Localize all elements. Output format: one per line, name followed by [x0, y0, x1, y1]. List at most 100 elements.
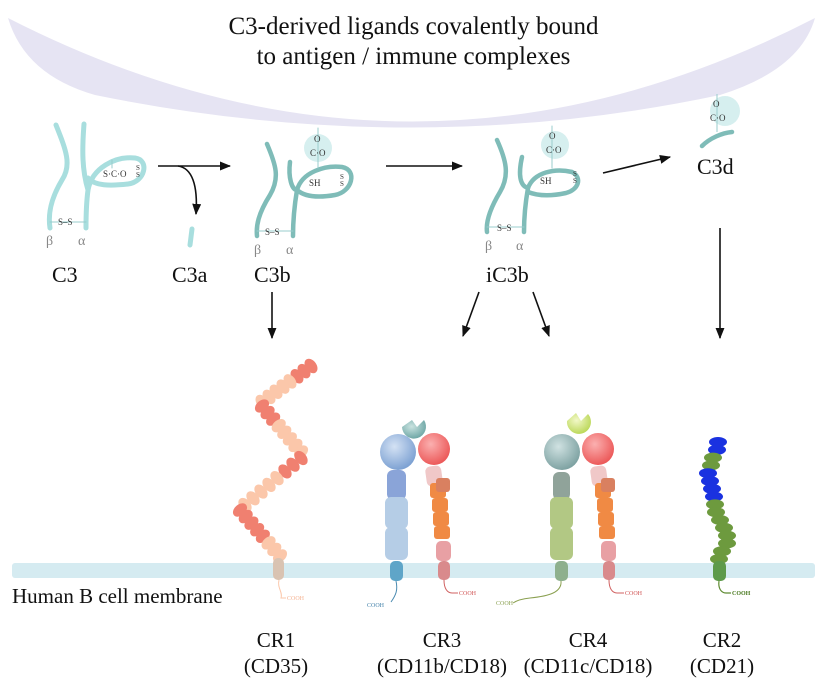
cr1-scr-domain — [278, 464, 292, 479]
ligand-label-c3b: C3b — [254, 262, 291, 287]
c3a-fragment — [187, 226, 195, 248]
ic3b-beta-label: β — [485, 239, 492, 254]
cr4-cd11c-tm — [555, 561, 568, 581]
c3b-molecule — [254, 127, 354, 239]
cr4-cd18-orange-4 — [599, 526, 615, 539]
title-line-2: to antigen / immune complexes — [256, 43, 571, 70]
c3b-ester-o: O — [314, 134, 321, 144]
cr3-cd11b-cooh: COOH — [367, 603, 385, 609]
membrane-label: Human B cell membrane — [12, 584, 223, 608]
cr1-scr-domain — [270, 471, 284, 486]
cr1-cooh: COOH — [287, 596, 305, 602]
cr3-cd18-tail — [443, 579, 458, 594]
cr2-scr-domain — [701, 476, 719, 486]
cr3-cd18-orange-4 — [434, 526, 450, 539]
c3-alpha-label: α — [78, 234, 86, 249]
receptor-cr4: COOH COOH — [496, 413, 643, 607]
receptor-alias-cr4: (CD11c/CD18) — [523, 654, 653, 678]
ligand-label-c3: C3 — [52, 262, 78, 287]
cr2-scr-domain — [699, 468, 717, 479]
cr1-tail — [278, 579, 286, 599]
cr4-cd11c-cooh: COOH — [496, 601, 514, 607]
arrow-ic3b-to-cr3 — [462, 291, 480, 338]
cr4-cd18-pink — [601, 541, 616, 561]
cr1-scr-domain — [294, 450, 308, 466]
cr4-cd18-tm — [603, 561, 615, 580]
ligand-label-c3a: C3a — [172, 262, 208, 287]
cr4-cd11c-tail — [512, 580, 562, 604]
cr2-scr-domain — [710, 554, 728, 564]
cr1-transmembrane — [273, 558, 284, 580]
c3-beta-chain — [46, 122, 70, 231]
cr3-cd18-orange-2 — [432, 498, 448, 512]
receptor-label-cr2: CR2 — [702, 628, 742, 652]
c3-disulfide-text: S–S — [58, 217, 73, 227]
ic3b-sh: SH — [540, 176, 552, 186]
receptor-alias-cr3: (CD11b/CD18) — [377, 654, 507, 678]
c3b-alpha-label: α — [286, 243, 294, 258]
cr4-cd18-orange-3 — [598, 512, 614, 526]
cr2-scr-domain — [715, 522, 733, 533]
antigen-complex-arc — [8, 18, 815, 128]
cr2-cooh: COOH — [732, 591, 751, 597]
c3b-sh: SH — [309, 178, 321, 188]
receptor-cr2 — [699, 437, 736, 564]
title-line-1: C3-derived ligands covalently bound — [228, 13, 599, 40]
c3-s-s-text-2: S — [136, 171, 140, 179]
ligand-label-ic3b: iC3b — [486, 262, 529, 287]
ic3b-s1: S — [573, 170, 577, 178]
ic3b-ester-o: O — [549, 131, 556, 141]
cr3-cd18-orange-3 — [433, 512, 449, 526]
c3b-beta-label: β — [254, 243, 261, 258]
cr2-scr-domain — [706, 499, 724, 510]
arrow-ic3b-to-cr4 — [532, 291, 550, 338]
cell-membrane — [12, 563, 815, 578]
cr2-scr-domain — [709, 437, 727, 447]
cr4-cd18-head — [582, 433, 614, 465]
cr4-cd11c-stalk-1 — [553, 472, 570, 500]
cr3-cd11b-head — [380, 434, 416, 470]
cr1-scr-domain — [286, 457, 300, 472]
cr3-cd18-pink — [436, 541, 451, 561]
arrow-c3-to-c3a — [177, 165, 202, 216]
c3d-ester-o: O — [713, 99, 720, 109]
cr4-cd18-orange-flap — [601, 478, 615, 492]
cr1-scr-domain — [262, 477, 276, 492]
cr4-cd11c-stalk-2 — [550, 497, 573, 529]
cr2-scr-domain — [718, 530, 736, 541]
ligand-label-c3d: C3d — [697, 154, 734, 179]
c3d-ester-co: C·O — [710, 113, 726, 123]
cr2-scr-domain — [711, 515, 729, 525]
cr2-scr-domain — [704, 452, 722, 463]
cr4-i-domain — [566, 413, 591, 434]
c3b-loop — [294, 164, 354, 199]
c3b-disulfide: S–S — [265, 227, 280, 237]
ic3b-loop-open — [525, 168, 581, 198]
c3-molecule — [46, 121, 147, 231]
cr3-cd11b-stalk-1 — [387, 470, 406, 500]
cr3-cd11b-stalk-2 — [385, 497, 408, 529]
ic3b-alpha-chain — [517, 154, 531, 235]
ic3b-ester-co: C·O — [546, 145, 562, 155]
cr4-cd11c-head — [544, 434, 580, 470]
c3b-beta-chain — [254, 141, 279, 239]
cr2-scr-domain — [707, 507, 725, 518]
cr3-cd18-orange-flap — [436, 478, 450, 492]
c3-loop — [85, 155, 147, 193]
receptor-label-cr1: CR1 — [256, 628, 296, 652]
cr1-scr-domain — [246, 491, 260, 506]
cr3-cd11b-tail — [390, 580, 398, 603]
cr3-cd11b-tm — [390, 561, 403, 581]
ic3b-ester-halo — [541, 131, 569, 159]
c3b-ester-co: C·O — [310, 148, 326, 158]
cr4-cd11c-stalk-3 — [550, 527, 573, 560]
cr2-scr-domain — [705, 491, 723, 502]
ic3b-s2: S — [573, 177, 577, 185]
c3-thioester-text: S·C·O — [103, 169, 127, 179]
cr3-cd18-tm — [438, 561, 450, 580]
arrow-ic3b-to-c3d — [602, 154, 672, 174]
receptor-cr1 — [232, 358, 318, 563]
cr1-scr-domain — [254, 484, 268, 499]
c3b-alpha-chain — [287, 159, 300, 239]
